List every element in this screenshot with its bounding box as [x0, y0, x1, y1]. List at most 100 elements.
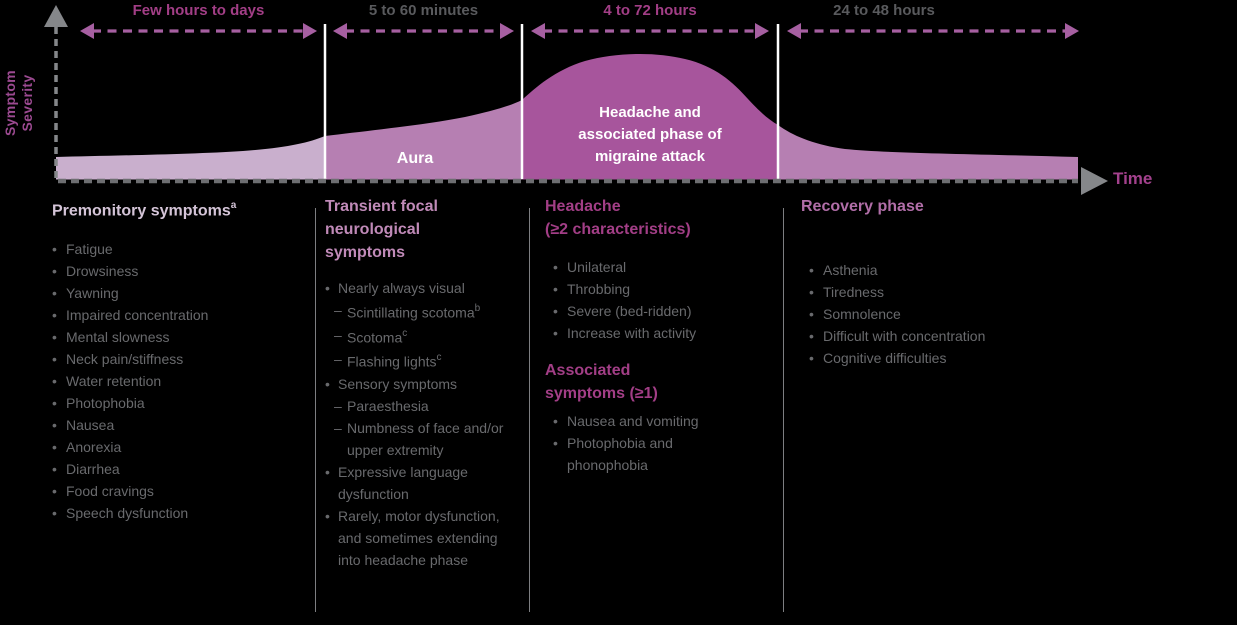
bullet-icon: –	[334, 351, 342, 368]
bullet-icon: •	[553, 325, 558, 341]
list-item-text: Numbness of face and/or upper extremity	[347, 419, 504, 458]
list-item: •Rarely, motor dysfunction, and sometime…	[325, 505, 505, 571]
list-item-text: Asthenia	[823, 262, 878, 278]
premonitory-curve-fill	[56, 136, 325, 180]
bullet-icon: •	[52, 351, 57, 368]
list-item-text: Nausea and vomiting	[567, 413, 699, 429]
list-item-text: Somnolence	[823, 306, 901, 322]
duration-label-headache: 4 to 72 hours	[603, 2, 697, 19]
list-item-text: Severe (bed-ridden)	[567, 303, 692, 319]
bullet-icon: •	[809, 328, 814, 344]
bullet-icon: •	[325, 375, 330, 392]
list-item: • Unilateral	[545, 256, 745, 278]
list-item: –Numbness of face and/or upper extremity	[325, 417, 505, 461]
bullet-icon: •	[52, 373, 57, 390]
bullet-icon: •	[52, 307, 57, 324]
bullet-icon: •	[52, 505, 57, 522]
list-item: • Water retention	[52, 370, 310, 392]
column-subheader-associated-symptoms: Associated symptoms (≥1)	[545, 362, 658, 402]
list-item: • Photophobia and phonophobia	[545, 432, 745, 476]
bullet-icon: •	[52, 461, 57, 478]
bullet-icon: •	[52, 483, 57, 500]
list-item: •Food cravings	[52, 480, 310, 502]
footnote-marker: a	[230, 200, 237, 211]
footnote-marker: c	[402, 327, 408, 339]
column-premonitory-symptoms: Premonitory symptomsa •Fatigue •Drowsine…	[52, 195, 310, 524]
list-item: –Flashing lightsc	[325, 348, 505, 373]
bullet-icon: •	[553, 435, 558, 451]
duration-label-premonitory: Few hours to days	[132, 2, 265, 19]
y-axis-label: Symptom Severity	[2, 70, 35, 136]
list-item-text: Unilateral	[567, 259, 627, 275]
list-item-text: Diarrhea	[66, 461, 120, 478]
list-item: • Severe (bed-ridden)	[545, 300, 745, 322]
list-item: • Nearly always visual	[325, 277, 505, 299]
list-item-text: Nausea	[66, 417, 115, 434]
y-axis-arrow-icon	[44, 5, 68, 27]
column-headache: Headache (≥2 characteristics) •Unilatera…	[545, 195, 745, 476]
list-item: • Mental slowness	[52, 326, 310, 348]
list-item: •Increase with activity	[545, 322, 745, 344]
list-item: • Sensory symptoms	[325, 373, 505, 395]
bullet-icon: •	[809, 350, 814, 366]
headache-region-label: Headache and associated phase of migrain…	[578, 104, 722, 165]
bullet-icon: •	[52, 329, 57, 346]
bullet-icon: •	[52, 285, 57, 302]
bullet-icon: •	[809, 306, 814, 322]
bullet-icon: •	[52, 417, 57, 434]
footnote-marker: b	[474, 303, 481, 314]
aura-curve-fill	[325, 100, 522, 180]
list-item-text: Photophobia	[66, 395, 145, 412]
list-item: •Drowsiness	[52, 260, 310, 282]
list-item-text: Sensory symptoms	[338, 375, 458, 392]
bullet-icon: •	[325, 280, 330, 296]
list-item-text: Water retention	[66, 373, 162, 390]
list-item-text: Expressive language dysfunction	[338, 463, 468, 502]
footnote-marker: c	[436, 352, 442, 364]
list-item-text: Scotoma	[347, 329, 403, 346]
list-item-text: Throbbing	[567, 281, 631, 297]
list-item-text: Impaired concentration	[66, 307, 209, 324]
list-item: • Diarrhea	[52, 458, 310, 480]
bullet-icon: •	[553, 413, 558, 429]
list-item-text: Paraesthesia	[347, 397, 429, 414]
bullet-icon: •	[809, 284, 814, 300]
list-item-text: Tiredness	[823, 284, 884, 300]
bullet-icon: –	[334, 419, 342, 436]
list-item: • Nausea	[52, 414, 310, 436]
list-item: • Neck pain/stiffness	[52, 348, 310, 370]
bullet-icon: •	[553, 303, 558, 319]
list-item-text: Nearly always visual	[338, 280, 465, 296]
list-item-text: Mental slowness	[66, 329, 170, 346]
list-item: •Throbbing	[545, 278, 745, 300]
list-item: • Tiredness	[801, 281, 1091, 303]
bullet-icon: •	[809, 262, 814, 278]
list-item: •Photophobia	[52, 392, 310, 414]
column-divider	[315, 208, 316, 612]
list-item: • Expressive language dysfunction	[325, 461, 505, 505]
list-item: • Impaired concentration	[52, 304, 310, 326]
list-item-text: Scintillating scotoma	[347, 304, 475, 321]
duration-arrow-4	[787, 23, 1079, 39]
duration-arrow-3	[531, 23, 769, 39]
column-header: Recovery phase	[801, 198, 924, 215]
symptom-list: • Asthenia • Tiredness • Somnolence • Diffic…	[801, 259, 1091, 369]
x-axis-label: Time	[1113, 169, 1153, 188]
bullet-icon: •	[325, 463, 330, 480]
list-item-text: Neck pain/stiffness	[66, 351, 184, 368]
list-item-text: Photophobia and phonophobia	[567, 435, 673, 473]
list-item-text: Flashing lights	[347, 353, 437, 370]
bullet-icon: •	[52, 241, 57, 258]
list-item-text: Cognitive difficulties	[823, 350, 947, 366]
list-item: • Asthenia	[801, 259, 1091, 281]
column-header: Premonitory symptomsa	[52, 195, 310, 222]
list-item-text: Difficult with concentration	[823, 328, 986, 344]
list-item: •Speech dysfunction	[52, 502, 310, 524]
symptom-list: •Fatigue •Drowsiness •Yawning •Impaired …	[52, 238, 310, 524]
bullet-icon: –	[334, 302, 342, 318]
symptom-list: •Nearly always visual –Scintillating sco…	[325, 277, 505, 571]
bullet-icon: •	[553, 259, 558, 275]
list-item-text: Rarely, motor dysfunction, and sometimes…	[338, 507, 500, 568]
